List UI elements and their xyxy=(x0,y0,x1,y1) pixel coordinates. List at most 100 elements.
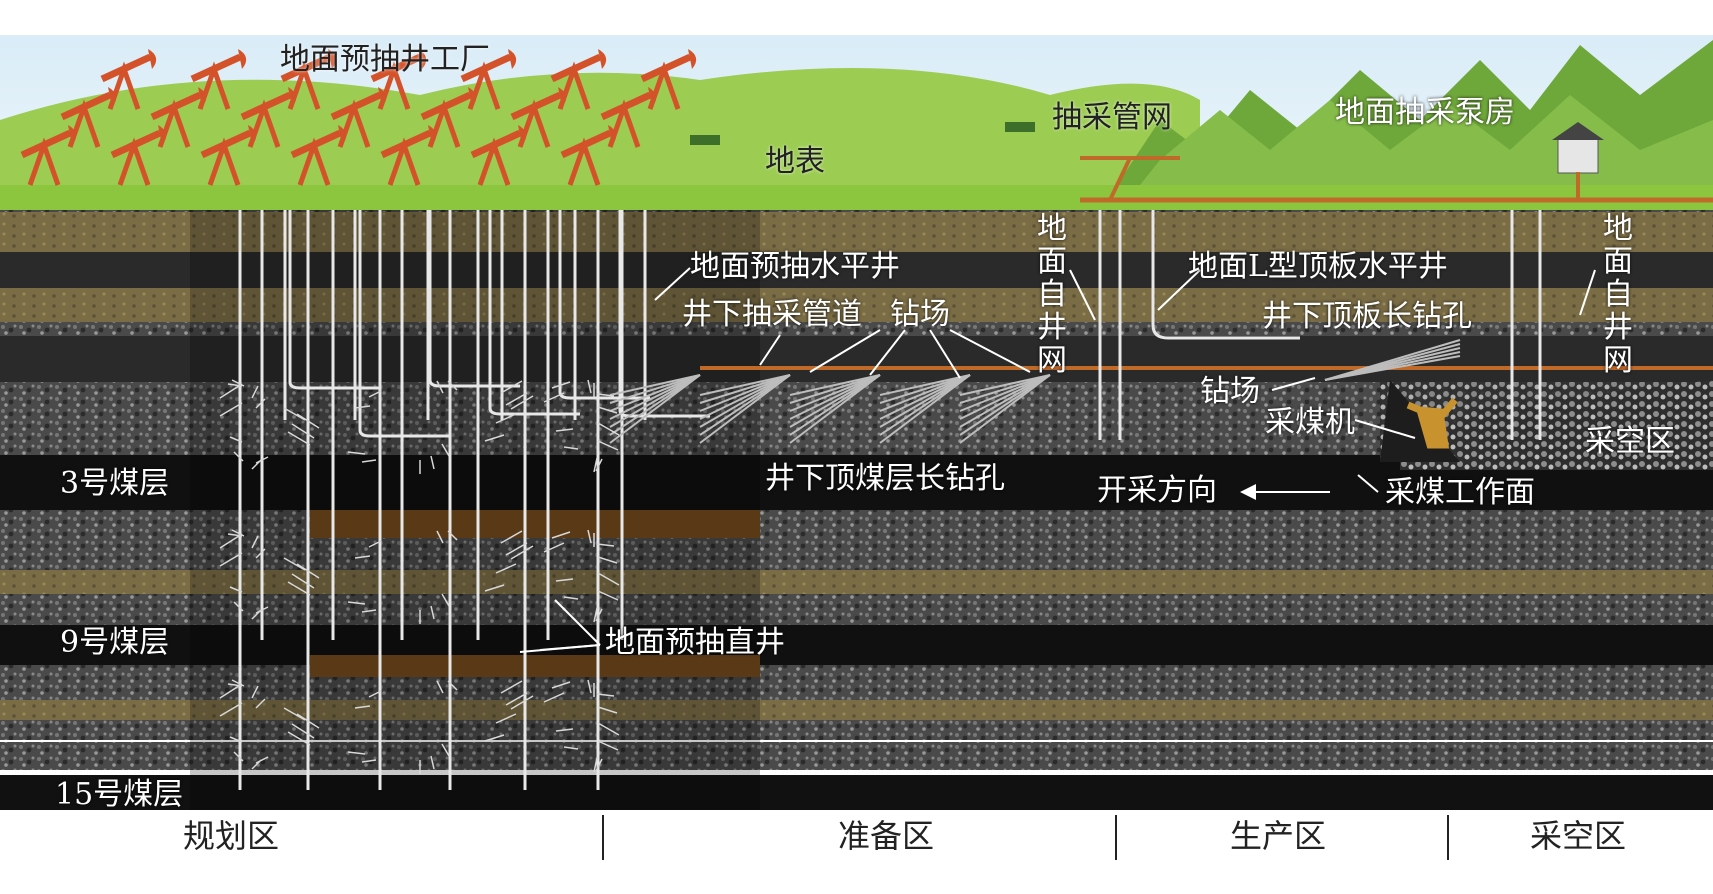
pumpjack-head xyxy=(328,49,337,69)
pumpjack-beam xyxy=(280,53,332,83)
stratum-sandstone xyxy=(0,700,1713,720)
zone-divider xyxy=(1115,815,1117,860)
borehole xyxy=(879,374,971,436)
label-shearer: 采煤机 xyxy=(1265,405,1355,440)
pumpjack-head xyxy=(148,49,157,69)
borehole xyxy=(789,374,881,428)
label-pipe-network: 抽采管网 xyxy=(1052,100,1172,135)
label-seam-9: 9号煤层 xyxy=(60,625,170,660)
borehole xyxy=(789,374,881,404)
pumpjack-beam xyxy=(420,91,472,121)
mountains-front xyxy=(1120,95,1713,210)
horizontal-well xyxy=(488,210,580,416)
surface-pipe xyxy=(1108,157,1132,201)
pumpjack-beam xyxy=(460,53,512,83)
borehole xyxy=(959,374,1051,436)
borehole xyxy=(879,374,971,412)
label-seam-3: 3号煤层 xyxy=(60,466,170,501)
pumpjack-head xyxy=(598,49,607,69)
label-drill-site: 钻场 xyxy=(890,297,950,332)
borehole xyxy=(789,374,881,396)
pumpjack-beam xyxy=(240,91,292,121)
pumpjack-icon xyxy=(280,49,337,110)
borehole xyxy=(609,374,701,444)
borehole xyxy=(879,374,971,444)
pumpjack-icon xyxy=(640,49,697,110)
borehole xyxy=(959,374,1051,404)
horizontal-well xyxy=(358,210,450,438)
pumpjack-head xyxy=(418,49,427,69)
pumpjack-icon xyxy=(460,49,517,110)
stratum-gravel xyxy=(0,510,1713,540)
pump-house-icon xyxy=(1557,137,1599,174)
pumpjack-beam xyxy=(510,91,562,121)
pumpjack-icon xyxy=(190,49,247,110)
l-type-well xyxy=(1151,210,1300,340)
zone-divider xyxy=(1447,815,1449,860)
borehole xyxy=(959,374,1051,420)
shearer-icon xyxy=(1406,397,1458,449)
seam-15-roof-band xyxy=(310,655,760,677)
pumpjack-beam xyxy=(470,129,522,159)
label-self-well-net-a: 地面自井网 xyxy=(1037,211,1067,378)
pumpjack-beam xyxy=(150,91,202,121)
label-working-face: 采煤工作面 xyxy=(1385,475,1535,510)
stratum-sandstone xyxy=(0,570,1713,594)
pumpjack-icon xyxy=(100,49,157,110)
pumpjack-beam xyxy=(330,91,382,121)
borehole xyxy=(879,374,971,396)
borehole xyxy=(699,374,791,444)
label-seam-long-borehole: 井下顶煤层长钻孔 xyxy=(765,461,1005,496)
zone-planning: 规划区 xyxy=(183,817,280,855)
label-pump-house: 地面抽采泵房 xyxy=(1335,95,1515,130)
label-surface-factory: 地面预抽井工厂 xyxy=(280,42,490,77)
borehole xyxy=(879,374,971,428)
pump-house-roof xyxy=(1552,122,1604,140)
pumpjack-beam xyxy=(60,91,112,121)
leader-lines xyxy=(519,267,1596,653)
borehole xyxy=(609,374,701,420)
label-surface: 地表 xyxy=(765,144,825,179)
label-underground-pipe: 井下抽采管道 xyxy=(682,297,862,332)
label-goaf-area: 采空区 xyxy=(1585,424,1675,459)
borehole xyxy=(699,374,791,420)
pumpjack-beam xyxy=(370,53,422,83)
bush xyxy=(690,135,720,145)
zone-divider xyxy=(602,815,604,860)
pumpjack-head xyxy=(688,49,697,69)
fracture-network xyxy=(219,379,620,474)
pumpjack-beam xyxy=(200,129,252,159)
label-mining-direction: 开采方向 xyxy=(1097,473,1217,508)
pumpjack-beam xyxy=(600,91,652,121)
borehole xyxy=(789,374,881,444)
borehole xyxy=(879,374,971,420)
borehole xyxy=(699,374,791,396)
borehole xyxy=(699,374,791,428)
borehole xyxy=(609,374,701,412)
pumpjack-beam xyxy=(380,129,432,159)
pumpjack-beam xyxy=(190,53,242,83)
label-roof-long-borehole: 井下顶板长钻孔 xyxy=(1262,299,1472,334)
fracture-network xyxy=(219,679,620,774)
label-horizontal-well: 地面预抽水平井 xyxy=(690,249,900,284)
horizontal-well xyxy=(288,210,380,390)
borehole xyxy=(609,374,701,428)
zone-preparation: 准备区 xyxy=(838,817,935,855)
borehole xyxy=(609,374,701,404)
borehole xyxy=(699,374,791,404)
borehole xyxy=(959,374,1051,428)
borehole xyxy=(959,374,1051,412)
pumpjack-beam xyxy=(110,129,162,159)
label-seam-15: 15号煤层 xyxy=(55,777,184,812)
coal-seam-9 xyxy=(0,625,1713,665)
pumpjack-beam xyxy=(550,53,602,83)
pumpjack-beam xyxy=(100,53,152,83)
well-network xyxy=(219,210,1542,790)
pumpjack-head xyxy=(238,49,247,69)
seam-9-roof-band xyxy=(310,510,760,538)
pumpjack-beam xyxy=(640,53,692,83)
pumpjack-icon xyxy=(370,49,427,110)
borehole xyxy=(789,374,881,436)
borehole xyxy=(699,374,791,436)
label-drill-site-2: 钻场 xyxy=(1200,374,1260,409)
